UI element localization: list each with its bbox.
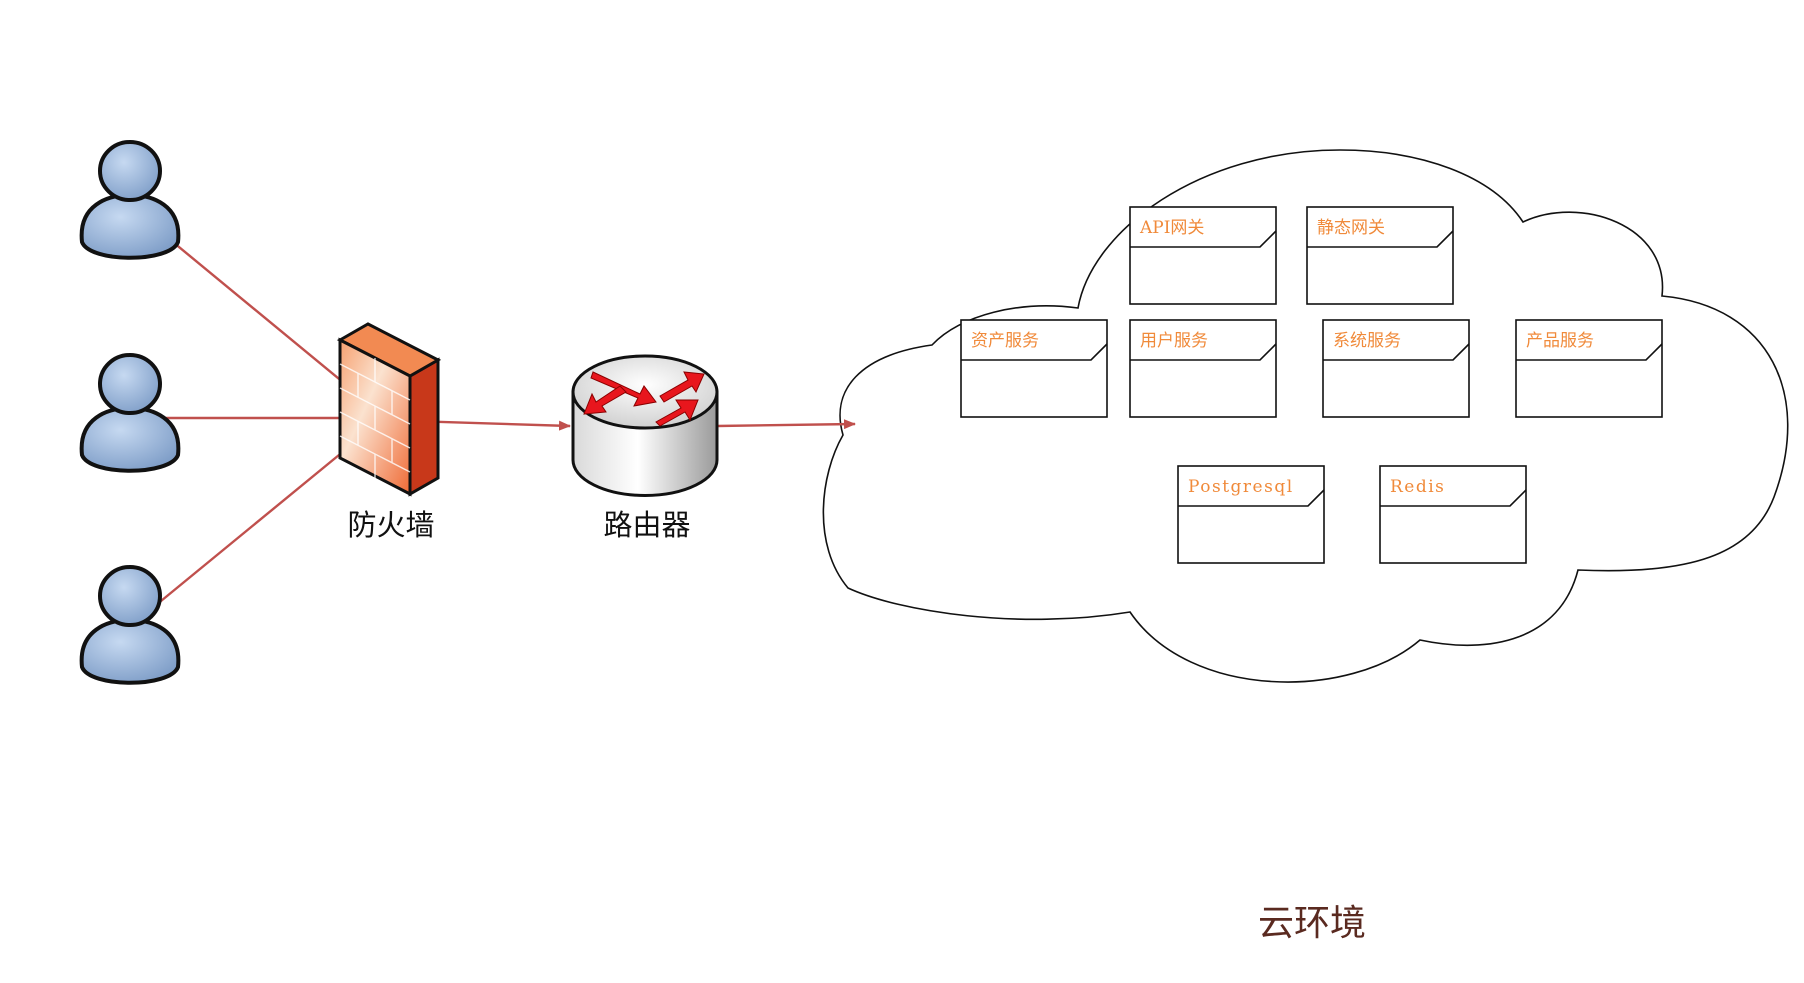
router-icon <box>571 354 719 497</box>
module-product-service: 产品服务 <box>1515 319 1663 418</box>
user-icon <box>79 565 181 685</box>
connector-router-cloud <box>716 419 856 430</box>
cloud-boundary <box>822 149 1789 683</box>
module-label: Postgresql <box>1188 477 1294 497</box>
user-icon <box>79 140 181 260</box>
router-label: 路由器 <box>603 508 690 542</box>
module-label: 资产服务 <box>971 331 1039 351</box>
module-api-gateway: API网关 <box>1129 206 1277 305</box>
module-postgresql: Postgresql <box>1177 465 1325 564</box>
module-asset-service: 资产服务 <box>960 319 1108 418</box>
user-icon <box>79 353 181 473</box>
cloud-label: 云环境 <box>1258 903 1366 944</box>
module-label: 产品服务 <box>1526 331 1594 351</box>
module-redis: Redis <box>1379 465 1527 564</box>
module-static-gateway: 静态网关 <box>1306 206 1454 305</box>
firewall-label: 防火墙 <box>347 508 434 542</box>
module-label: 用户服务 <box>1140 331 1208 351</box>
module-label: 静态网关 <box>1317 218 1385 238</box>
firewall-icon <box>336 322 442 497</box>
module-user-service: 用户服务 <box>1129 319 1277 418</box>
module-system-service: 系统服务 <box>1322 319 1470 418</box>
module-label: API网关 <box>1139 218 1204 238</box>
module-label: Redis <box>1390 477 1445 497</box>
module-label: 系统服务 <box>1333 331 1401 351</box>
connectors <box>127 204 856 611</box>
